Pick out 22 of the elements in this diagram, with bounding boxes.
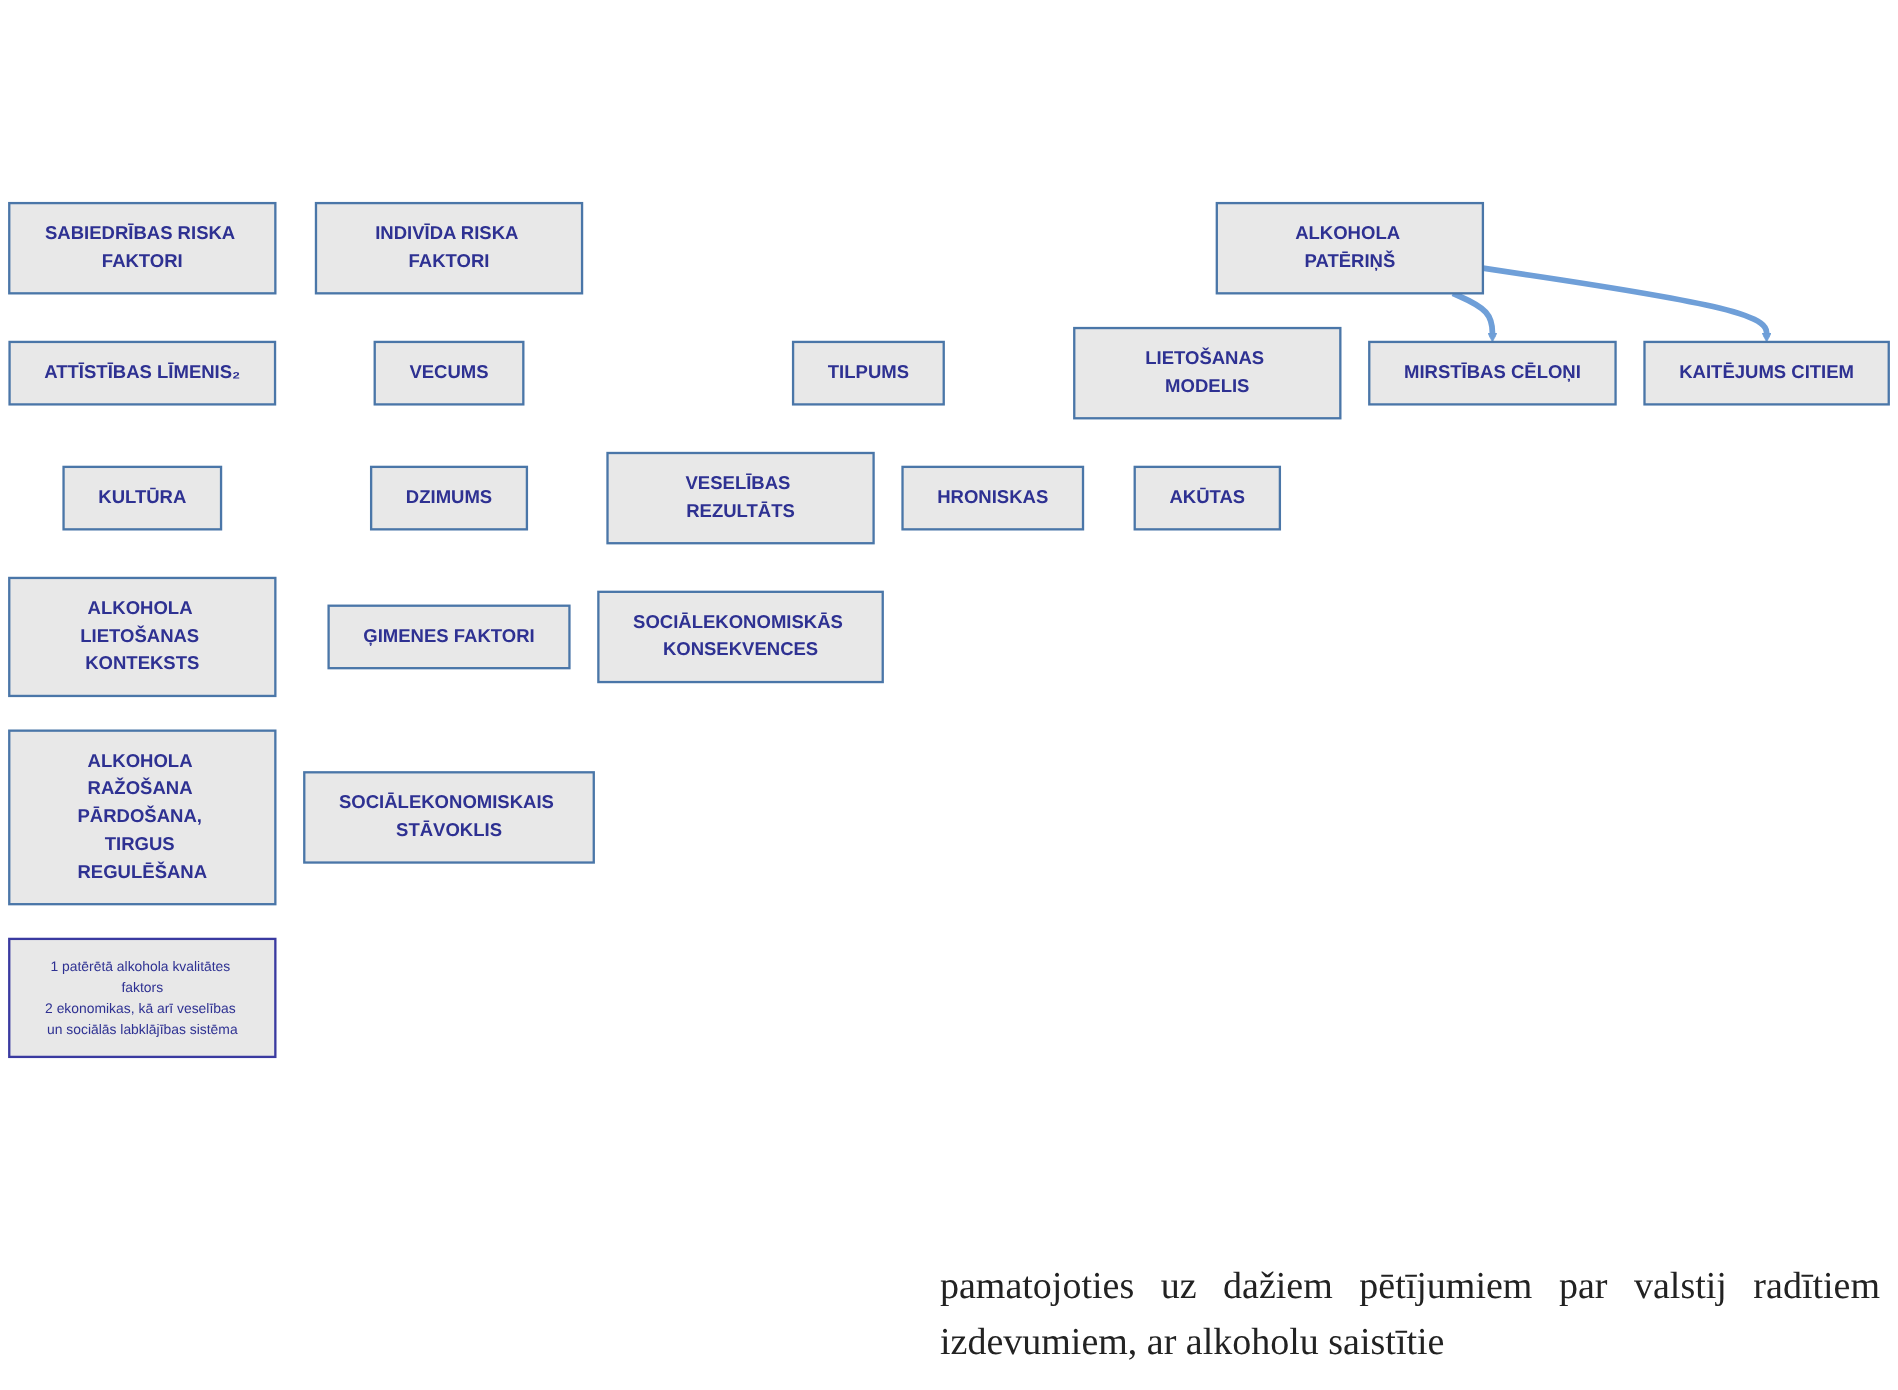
node-box: VECUMS: [373, 340, 525, 406]
arrow: [1451, 290, 1498, 343]
node-box: ALKOHOLA PATĒRIŅŠ: [1215, 201, 1485, 295]
node-box: MIRSTĪBAS CĒLOŅI: [1368, 340, 1617, 406]
node-box: VESELĪBAS REZULTĀTS: [606, 451, 875, 545]
node-box: SOCIĀLEKONOMISKĀS KONSEKVENCES: [597, 590, 884, 684]
node-box: KAITĒJUMS CITIEM: [1643, 340, 1890, 406]
node-box: SABIEDRĪBAS RISKA FAKTORI: [8, 201, 277, 295]
node-box: LIETOŠANAS MODELIS: [1073, 326, 1342, 420]
node-box: ATTĪSTĪBAS LĪMENIS₂: [8, 340, 277, 406]
node-box: ALKOHOLA LIETOŠANAS KONTEKSTS: [8, 576, 277, 698]
node-box: SOCIĀLEKONOMISKAIS STĀVOKLIS: [303, 771, 595, 864]
node-box: HRONISKAS: [901, 465, 1085, 531]
body-text: pamatojoties uz dažiem pētījumiem par valstij radītiem izdevumiem, ar alkoholu saistītie: [940, 1264, 1880, 1368]
node-box: DZIMUMS: [369, 465, 529, 531]
node-box: KULTŪRA: [62, 465, 223, 531]
node-box: ĢIMENES FAKTORI: [327, 604, 571, 670]
node-box: AKŪTAS: [1133, 465, 1282, 531]
arrow: [1482, 265, 1772, 343]
node-box: ALKOHOLA RAŽOŠANA PĀRDOŠANA, TIRGUS REGULĒŠANA: [8, 729, 277, 906]
node-box: TILPUMS: [791, 340, 945, 406]
node-box: INDIVĪDA RISKA FAKTORI: [314, 201, 584, 295]
